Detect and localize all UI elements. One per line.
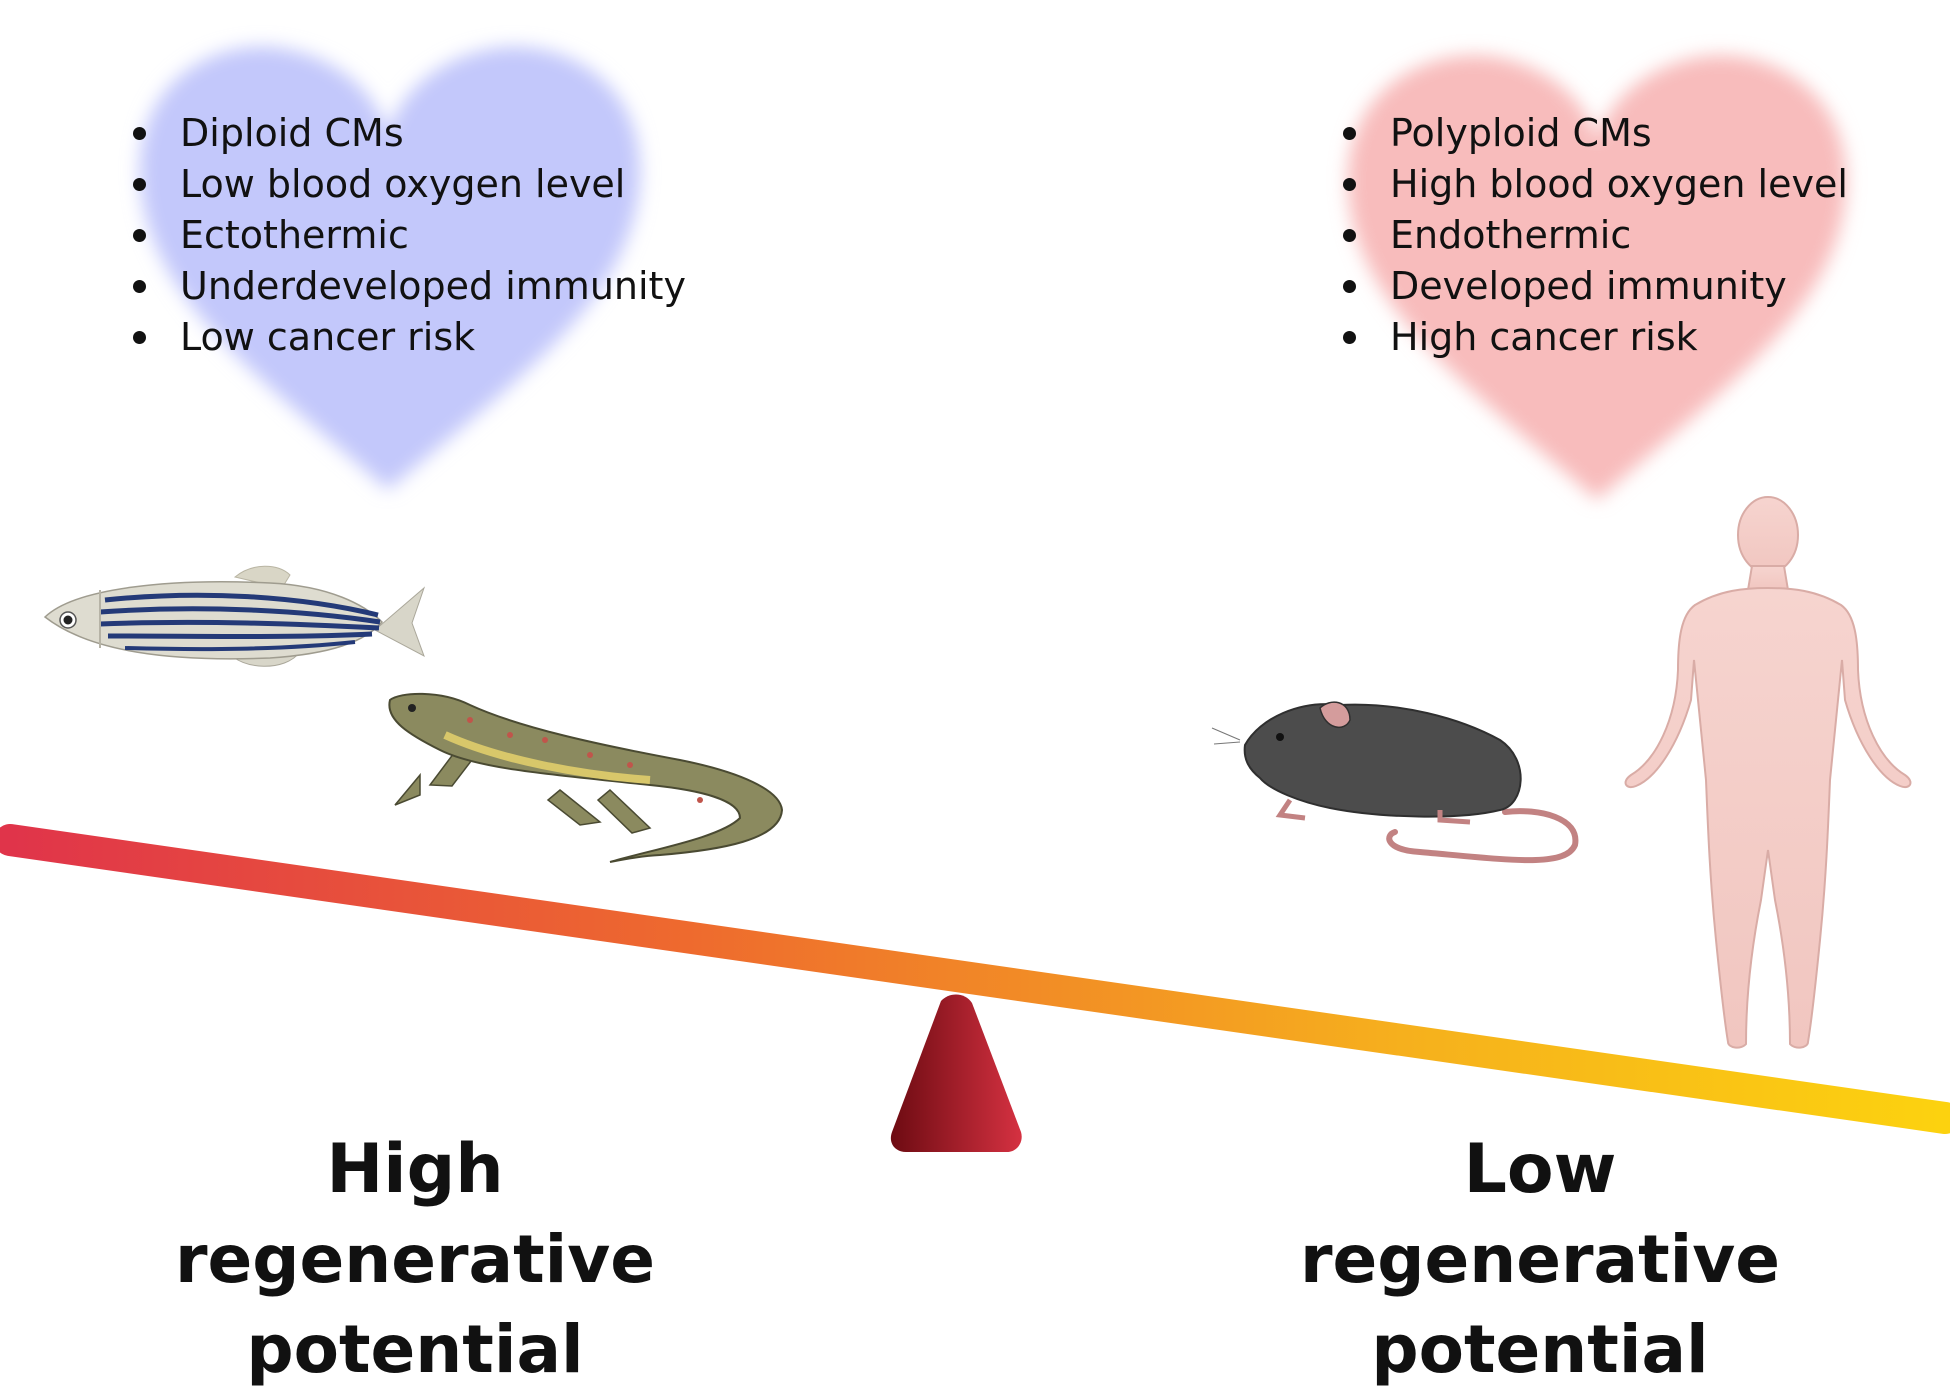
left-trait-item: Ectothermic — [133, 210, 686, 261]
high-regeneration-caption: High regenerative potential — [0, 1125, 830, 1395]
left-trait-list: Diploid CMs Low blood oxygen level Ectot… — [133, 108, 686, 363]
diagram-canvas — [0, 46, 1950, 1152]
caption-low-line1: Low — [1463, 1130, 1617, 1209]
left-trait-item: Diploid CMs — [133, 108, 686, 159]
caption-low-line2: regenerative potential — [1299, 1221, 1781, 1388]
left-heart-shape — [140, 46, 640, 491]
right-trait-list: Polyploid CMs High blood oxygen level En… — [1343, 108, 1848, 363]
left-trait-item: Low blood oxygen level — [133, 159, 686, 210]
right-trait-item: High blood oxygen level — [1343, 159, 1848, 210]
caption-high-line2: regenerative potential — [174, 1221, 656, 1388]
left-trait-item: Underdeveloped immunity — [133, 261, 686, 312]
left-trait-item: Low cancer risk — [133, 312, 686, 363]
right-trait-item: Developed immunity — [1343, 261, 1848, 312]
right-trait-item: Endothermic — [1343, 210, 1848, 261]
fulcrum-triangle — [890, 994, 1022, 1152]
low-regeneration-caption: Low regenerative potential — [1130, 1125, 1950, 1395]
newt-icon — [388, 692, 784, 863]
zebrafish-icon — [43, 565, 426, 667]
right-heart-shape — [1348, 55, 1846, 500]
seesaw-beam — [0, 824, 1950, 1134]
caption-high-line1: High — [326, 1130, 504, 1209]
right-trait-item: Polyploid CMs — [1343, 108, 1848, 159]
mouse-icon — [1211, 701, 1579, 864]
right-trait-item: High cancer risk — [1343, 312, 1848, 363]
human-icon — [1624, 496, 1912, 1049]
